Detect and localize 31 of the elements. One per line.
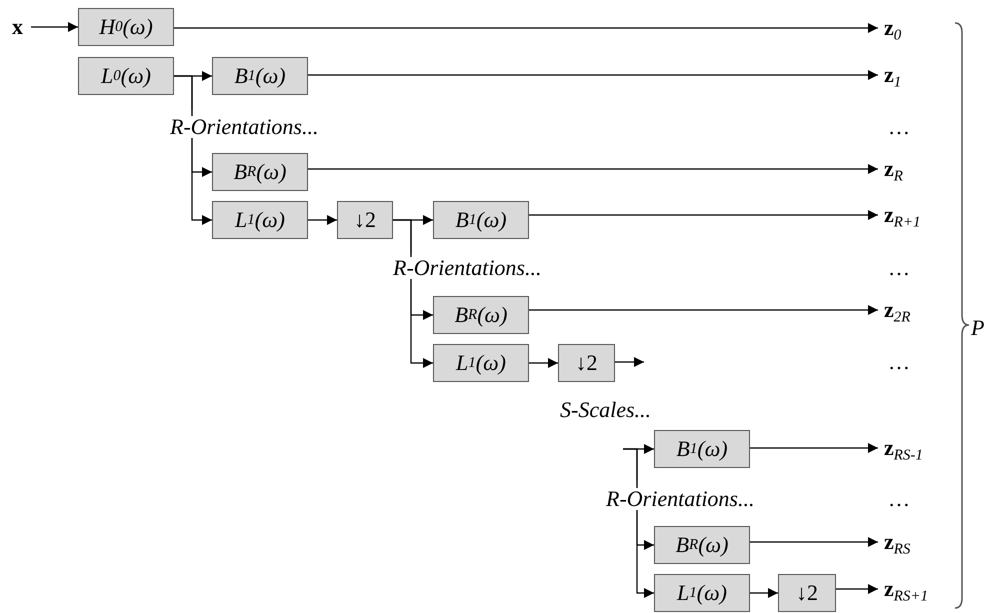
arrow xyxy=(31,22,78,32)
arrow xyxy=(529,210,878,220)
arrow xyxy=(750,588,778,598)
arrow xyxy=(174,75,212,225)
downsampler-box: ↓2 xyxy=(337,201,393,239)
output-signal-label: z$_{RS-1}$ xyxy=(884,437,923,459)
annotation-text: R-Orientations... xyxy=(393,257,542,279)
downsampler-box: ↓2 xyxy=(778,574,836,612)
arrow xyxy=(623,448,654,598)
arrow xyxy=(308,70,878,80)
output-signal-label: z$_{0}$ xyxy=(884,17,902,39)
annotation-text: R-Orientations... xyxy=(170,116,318,138)
output-signal-label: z$_{R+1}$ xyxy=(884,204,921,226)
arrow xyxy=(393,219,433,368)
arrow xyxy=(174,23,878,33)
arrow xyxy=(529,358,558,368)
downsampler-box: ↓2 xyxy=(558,344,615,382)
arrow xyxy=(750,537,878,547)
output-signal-label: z$_{1}$ xyxy=(884,64,902,86)
arrow xyxy=(750,443,878,453)
output-signal-label: z$_{RS}$ xyxy=(884,531,910,553)
arrow xyxy=(836,584,878,594)
arrow xyxy=(529,305,878,315)
arrow xyxy=(308,215,337,225)
output-signal-label: z$_{2R}$ xyxy=(884,299,910,321)
output-signal-label: z$_{RS+1}$ xyxy=(884,578,928,600)
arrow xyxy=(615,357,644,367)
arrow xyxy=(308,164,878,174)
annotation-text: R-Orientations... xyxy=(606,488,754,510)
output-signal-label: z$_{R}$ xyxy=(884,158,903,180)
input-signal-label: x xyxy=(12,16,23,38)
